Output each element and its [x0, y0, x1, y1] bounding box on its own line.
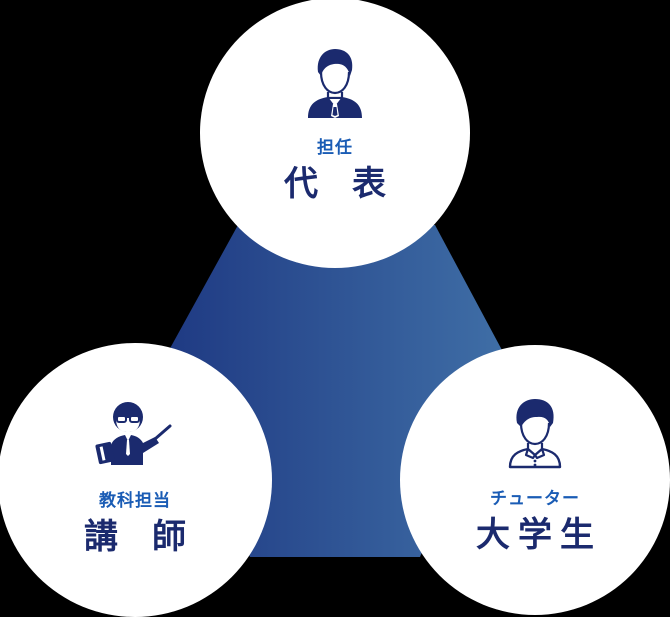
role-sub-label: 教科担当: [99, 491, 171, 511]
role-circle-lecturer: 教科担当 講師: [0, 343, 272, 617]
role-circle-representative: 担任 代表: [200, 0, 470, 268]
role-sub-label: チューター: [490, 489, 580, 509]
businessman-suit-icon: [308, 49, 362, 118]
student-collar-icon: [508, 399, 562, 469]
role-main-label: 講師: [84, 517, 220, 557]
role-main-label: 代表: [284, 164, 420, 204]
role-main-label: 大学生: [476, 515, 602, 555]
role-sub-label: 担任: [317, 138, 353, 158]
role-circle-tutor: チューター 大学生: [400, 345, 670, 615]
teacher-pointer-icon: [95, 402, 172, 465]
